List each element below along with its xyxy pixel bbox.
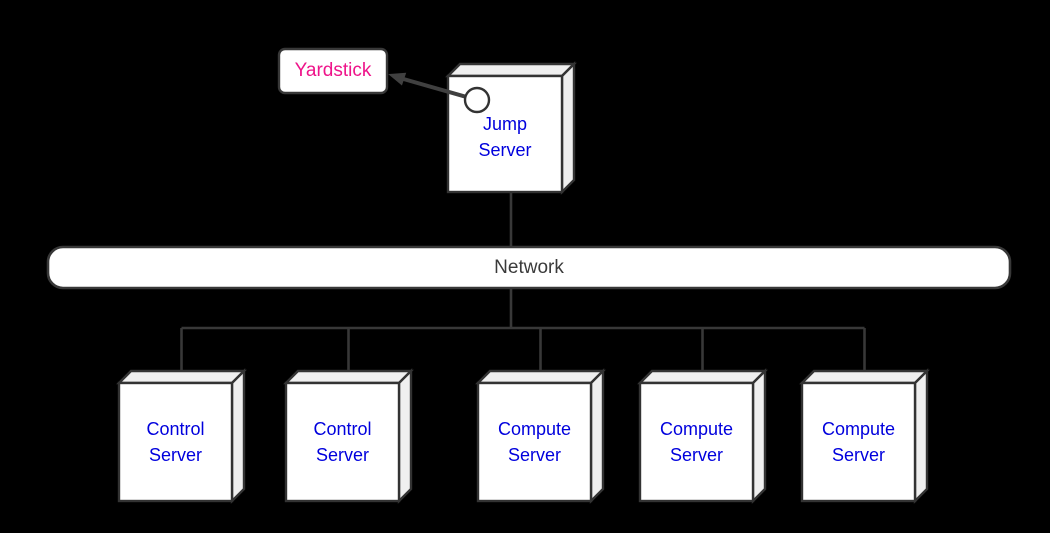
control-server-1-top-face — [116, 369, 247, 385]
control-server-2-node — [283, 368, 414, 504]
compute-server-1-top-face — [475, 369, 606, 385]
control-server-2-top-face — [283, 369, 414, 385]
compute-server-1-node — [475, 368, 606, 504]
yardstick-arrow-head — [388, 72, 407, 86]
jump-server-top-face — [445, 62, 577, 78]
jump-server-side-face — [560, 61, 576, 195]
compute-server-3-node — [799, 368, 930, 504]
compute-server-3-side-face — [913, 368, 929, 504]
yardstick-arrow-line — [401, 77, 468, 99]
control-server-1-node — [116, 368, 247, 504]
jump-server-front-face — [446, 74, 564, 194]
compute-server-2-front-face — [638, 381, 755, 503]
compute-server-2-node — [637, 368, 768, 504]
compute-server-2-top-face — [637, 369, 768, 385]
jump-server-node — [445, 61, 577, 195]
control-server-1-front-face — [117, 381, 234, 503]
compute-server-2-side-face — [751, 368, 767, 504]
yardstick-node — [277, 47, 389, 95]
compute-server-1-front-face — [476, 381, 593, 503]
compute-server-3-front-face — [800, 381, 917, 503]
jump-server-port-icon — [463, 86, 491, 114]
network-node — [46, 245, 1012, 290]
control-server-2-side-face — [397, 368, 413, 504]
compute-server-1-side-face — [589, 368, 605, 504]
compute-server-3-top-face — [799, 369, 930, 385]
control-server-1-side-face — [230, 368, 246, 504]
control-server-2-front-face — [284, 381, 401, 503]
